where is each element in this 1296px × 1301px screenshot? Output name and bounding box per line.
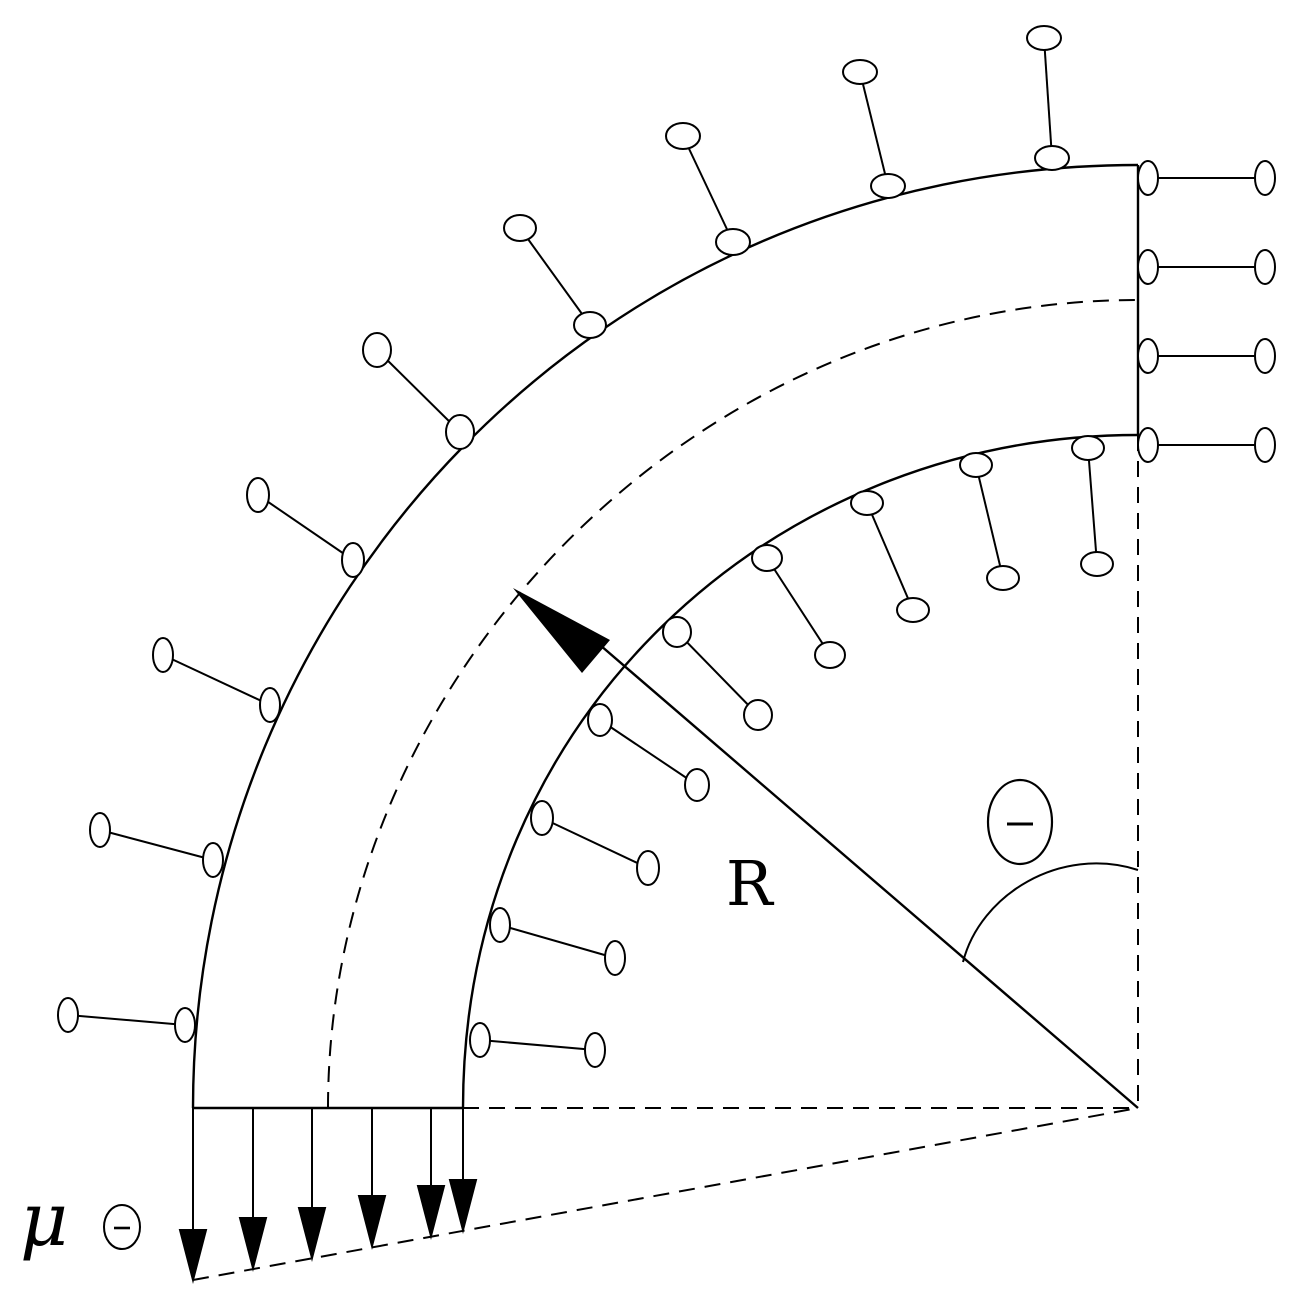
outer-spring-supports bbox=[57, 25, 1070, 1043]
angle-arc bbox=[962, 862, 1139, 963]
displacement-arrows bbox=[178, 1108, 478, 1284]
displacement-envelope-line bbox=[192, 1107, 1139, 1281]
end-spring-supports bbox=[1137, 160, 1276, 463]
radius-label: R bbox=[726, 847, 775, 920]
inner-arc bbox=[461, 433, 1139, 1109]
displacement-subscript-symbol bbox=[103, 1204, 141, 1250]
inner-spring-supports bbox=[469, 435, 1114, 1068]
radius-line bbox=[599, 644, 1139, 1109]
angle-symbol bbox=[986, 778, 1054, 866]
neutral-axis-arc bbox=[327, 299, 1139, 1109]
displacement-label: μ bbox=[20, 1177, 68, 1263]
radius-arrowhead bbox=[513, 588, 610, 673]
